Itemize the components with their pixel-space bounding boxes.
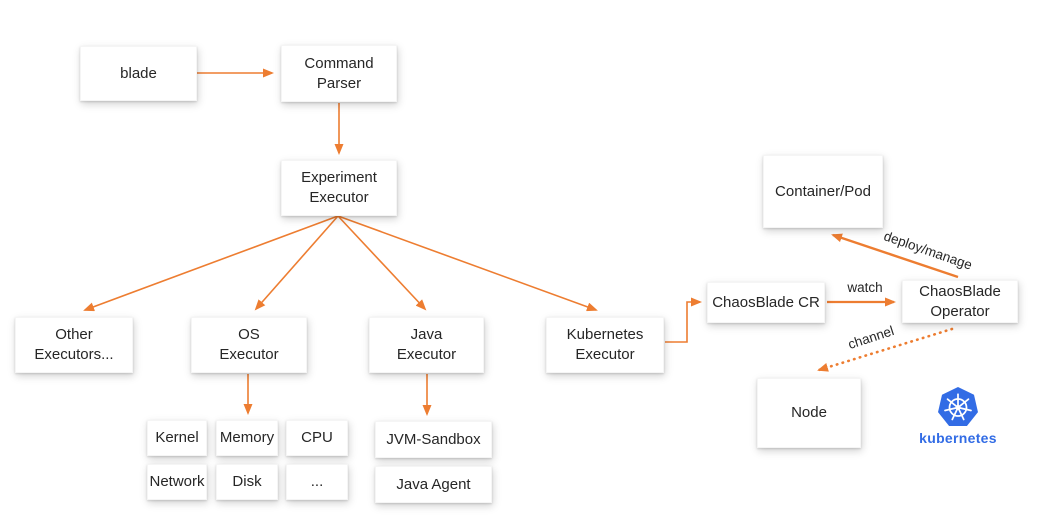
node-memory: Memory	[216, 420, 278, 456]
node-disk: Disk	[216, 464, 278, 500]
node-other-executors: Other Executors...	[15, 317, 133, 373]
node-node: Node	[757, 378, 861, 448]
node-os-executor: OS Executor	[191, 317, 307, 373]
node-cpu: CPU	[286, 420, 348, 456]
node-chaosblade-cr: ChaosBlade CR	[707, 282, 825, 323]
kubernetes-logo: kubernetes	[915, 386, 1001, 446]
node-kernel: Kernel	[147, 420, 207, 456]
node-command-parser: Command Parser	[281, 45, 397, 102]
node-kubernetes-executor: Kubernetes Executor	[546, 317, 664, 373]
edge-label-channel: channel	[846, 323, 896, 352]
node-experiment-executor: Experiment Executor	[281, 160, 397, 216]
node-java-agent: Java Agent	[375, 466, 492, 503]
edge-experiment-to-other-executors	[83, 215, 339, 312]
edge-experiment-to-kubernetes-executor	[337, 215, 598, 312]
edge-kubernetes-executor-to-chaosblade-cr	[665, 297, 702, 343]
edge-label-watch: watch	[847, 280, 883, 295]
node-network: Network	[147, 464, 207, 500]
edge-label-deploy-manage: deploy/manage	[881, 228, 975, 273]
node-java-executor: Java Executor	[369, 317, 484, 373]
node-container-pod: Container/Pod	[763, 155, 883, 228]
kubernetes-logo-icon	[938, 387, 978, 426]
node-blade: blade	[80, 46, 197, 101]
kubernetes-logo-text: kubernetes	[919, 430, 997, 446]
node-chaosblade-operator: ChaosBlade Operator	[902, 280, 1018, 323]
edge-experiment-to-os-executor	[254, 215, 339, 311]
edge-experiment-to-java-executor	[337, 215, 427, 311]
node-jvm-sandbox: JVM-Sandbox	[375, 421, 492, 458]
node-more-ellipsis: ...	[286, 464, 348, 500]
